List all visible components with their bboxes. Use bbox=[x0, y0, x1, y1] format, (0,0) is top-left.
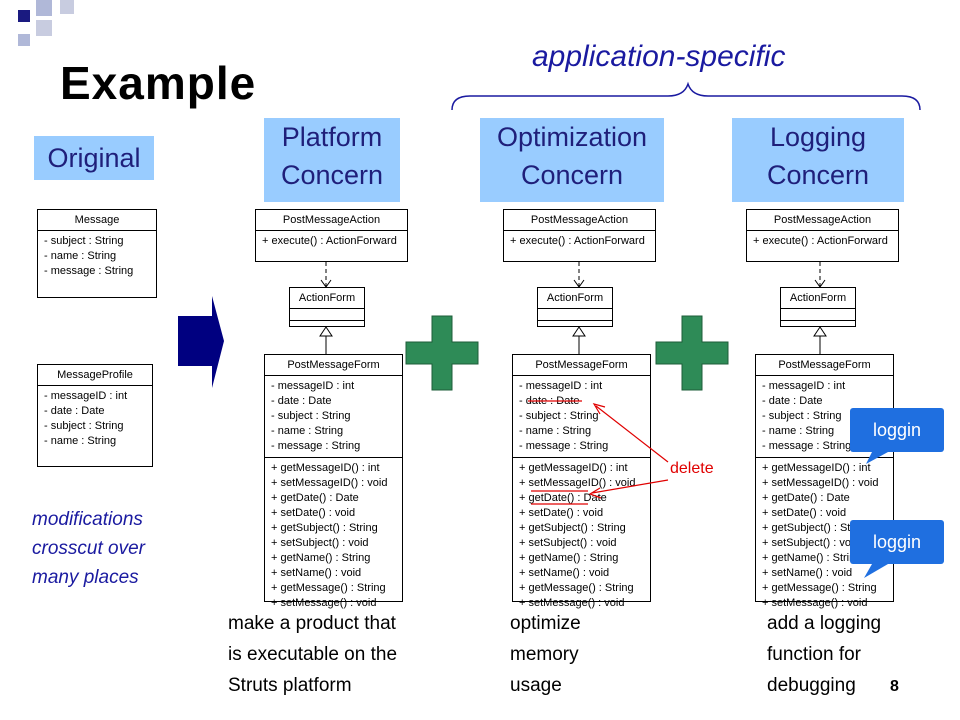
logging-description: add a logging function for debugging bbox=[767, 613, 882, 696]
plus-icon bbox=[405, 315, 479, 391]
platform-diagram: PostMessageAction+ execute() : ActionFor… bbox=[255, 209, 411, 609]
class-postmessageform: PostMessageForm- messageID : int- date :… bbox=[512, 354, 651, 609]
plus-icon-2 bbox=[655, 315, 729, 391]
slide-title: Example bbox=[60, 57, 257, 109]
modifications-note: modifications crosscut over many places bbox=[32, 509, 145, 588]
class-postmessageform: PostMessageForm- messageID : int- date :… bbox=[755, 354, 894, 609]
class-message: Message - subject : String - name : Stri… bbox=[37, 209, 157, 298]
class-postmessageaction: PostMessageAction+ execute() : ActionFor… bbox=[503, 209, 656, 262]
logging-callout: loggin bbox=[850, 408, 944, 452]
class-postmessageaction: PostMessageAction+ execute() : ActionFor… bbox=[255, 209, 408, 262]
big-right-arrow bbox=[178, 296, 224, 388]
class-actionform: ActionForm bbox=[780, 287, 856, 327]
header-original: Original bbox=[34, 136, 154, 180]
class-actionform: ActionForm bbox=[289, 287, 365, 327]
platform-description: make a product that is executable on the… bbox=[228, 613, 398, 696]
logging-callout-2: loggin bbox=[850, 520, 944, 564]
corner-decoration bbox=[0, 0, 80, 60]
delete-label: delete bbox=[670, 460, 714, 477]
optimization-diagram: PostMessageAction+ execute() : ActionFor… bbox=[503, 209, 659, 609]
header-logging: Logging Concern bbox=[732, 118, 904, 202]
header-platform: Platform Concern bbox=[264, 118, 400, 202]
class-messageprofile: MessageProfile - messageID : int - date … bbox=[37, 364, 153, 467]
class-postmessageaction: PostMessageAction+ execute() : ActionFor… bbox=[746, 209, 899, 262]
class-postmessageform: PostMessageForm- messageID : int- date :… bbox=[264, 354, 403, 609]
brace bbox=[451, 81, 921, 111]
page-number: 8 bbox=[890, 678, 899, 695]
class-actionform: ActionForm bbox=[537, 287, 613, 327]
header-optimization: Optimization Concern bbox=[480, 118, 664, 202]
optimization-description: optimize memory usage bbox=[510, 613, 581, 696]
application-specific-label: application-specific bbox=[532, 40, 786, 73]
